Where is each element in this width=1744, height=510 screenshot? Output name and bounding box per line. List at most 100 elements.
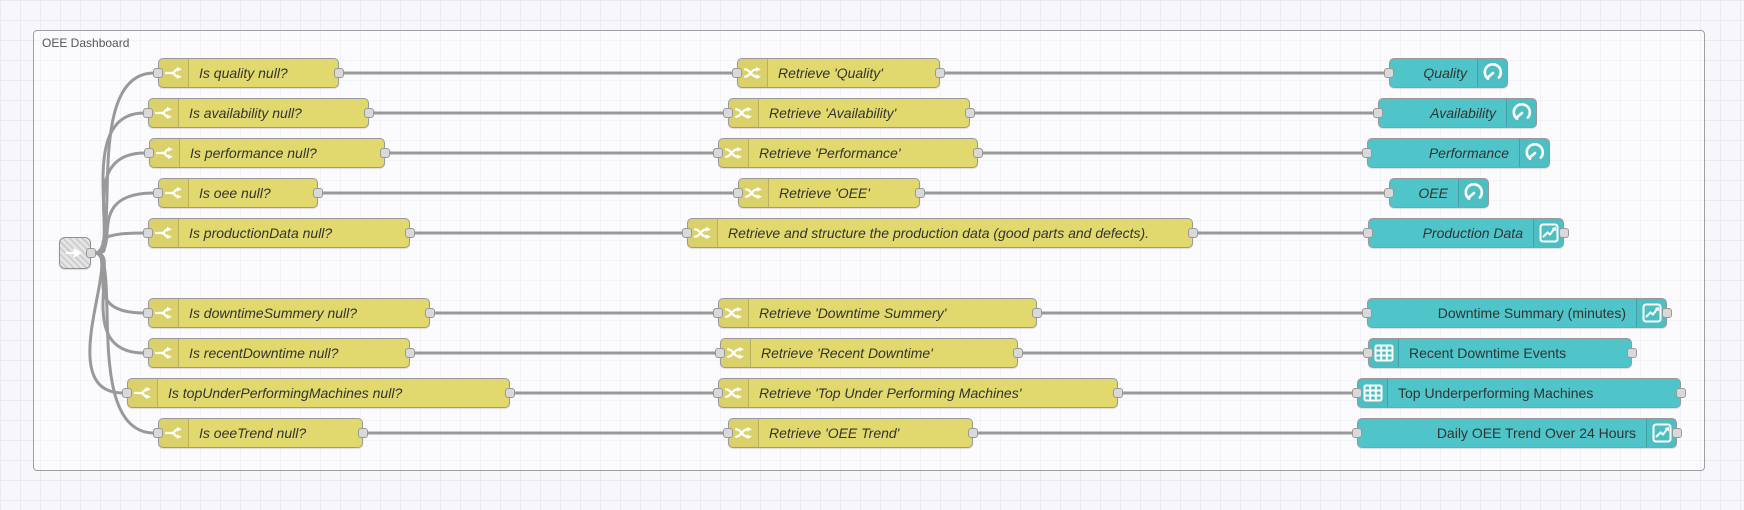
table-node-recent-downtime[interactable]: Recent Downtime Events xyxy=(1363,338,1637,368)
input-port[interactable] xyxy=(1352,388,1362,398)
input-port[interactable] xyxy=(682,228,692,238)
input-port[interactable] xyxy=(733,188,743,198)
switch-node-is-performance-null[interactable]: Is performance null? xyxy=(144,138,390,168)
output-port[interactable] xyxy=(380,148,390,158)
chart-icon xyxy=(1636,299,1666,327)
switch-node-is-quality-null[interactable]: Is quality null? xyxy=(153,58,344,88)
input-port[interactable] xyxy=(723,108,733,118)
wire[interactable] xyxy=(93,251,156,435)
input-port[interactable] xyxy=(1352,428,1362,438)
input-port[interactable] xyxy=(143,308,153,318)
change-node-retrieve-oee[interactable]: Retrieve 'OEE' xyxy=(733,178,925,208)
input-port[interactable] xyxy=(153,428,163,438)
fork-icon xyxy=(128,379,158,407)
input-port[interactable] xyxy=(144,148,154,158)
change-node-retrieve-quality[interactable]: Retrieve 'Quality' xyxy=(732,58,945,88)
node-label: Performance xyxy=(1428,145,1509,161)
fork-icon xyxy=(149,99,179,127)
change-node-retrieve-oee-trend[interactable]: Retrieve 'OEE Trend' xyxy=(723,418,978,448)
switch-node-is-downtimesummery-null[interactable]: Is downtimeSummery null? xyxy=(143,298,435,328)
input-port[interactable] xyxy=(122,388,132,398)
output-port[interactable] xyxy=(1627,348,1637,358)
wire[interactable] xyxy=(93,151,147,255)
change-node-retrieve-availability[interactable]: Retrieve 'Availability' xyxy=(723,98,975,128)
switch-node-is-topunderperforming-null[interactable]: Is topUnderPerformingMachines null? xyxy=(122,378,515,408)
chart-node-daily-oee-trend[interactable]: Daily OEE Trend Over 24 Hours xyxy=(1352,418,1682,448)
output-port[interactable] xyxy=(915,188,925,198)
output-port[interactable] xyxy=(935,68,945,78)
gauge-node-oee[interactable]: OEE xyxy=(1384,178,1489,208)
input-port[interactable] xyxy=(732,68,742,78)
shuffle-icon xyxy=(719,379,749,407)
input-port[interactable] xyxy=(713,388,723,398)
input-port[interactable] xyxy=(723,428,733,438)
input-port[interactable] xyxy=(713,148,723,158)
output-port[interactable] xyxy=(405,228,415,238)
output-port[interactable] xyxy=(505,388,515,398)
output-port[interactable] xyxy=(364,108,374,118)
node-label: Is productionData null? xyxy=(189,225,333,241)
chart-node-downtime-summary[interactable]: Downtime Summary (minutes) xyxy=(1362,298,1672,328)
switch-node-is-availability-null[interactable]: Is availability null? xyxy=(143,98,374,128)
output-port[interactable] xyxy=(405,348,415,358)
output-port[interactable] xyxy=(1113,388,1123,398)
output-port[interactable] xyxy=(968,428,978,438)
input-port[interactable] xyxy=(153,68,163,78)
gauge-node-quality[interactable]: Quality xyxy=(1384,58,1508,88)
fork-icon xyxy=(159,59,189,87)
output-port[interactable] xyxy=(86,248,96,258)
switch-node-is-recentdowntime-null[interactable]: Is recentDowntime null? xyxy=(143,338,415,368)
fork-icon xyxy=(159,179,189,207)
chart-icon xyxy=(1533,219,1563,247)
chart-node-production-data[interactable]: Production Data xyxy=(1363,218,1569,248)
output-port[interactable] xyxy=(1013,348,1023,358)
change-node-retrieve-performance[interactable]: Retrieve 'Performance' xyxy=(713,138,983,168)
input-port[interactable] xyxy=(1373,108,1383,118)
input-port[interactable] xyxy=(1363,348,1373,358)
output-port[interactable] xyxy=(1188,228,1198,238)
node-label: Is availability null? xyxy=(189,105,302,121)
shuffle-icon xyxy=(719,299,749,327)
gauge-node-availability[interactable]: Availability xyxy=(1373,98,1537,128)
input-port[interactable] xyxy=(143,348,153,358)
input-port[interactable] xyxy=(715,348,725,358)
node-label: Production Data xyxy=(1422,225,1523,241)
output-port[interactable] xyxy=(1032,308,1042,318)
change-node-retrieve-top-underperforming[interactable]: Retrieve 'Top Under Performing Machines' xyxy=(713,378,1123,408)
output-port[interactable] xyxy=(1672,428,1682,438)
input-port[interactable] xyxy=(1384,188,1394,198)
node-label: Quality xyxy=(1423,65,1467,81)
change-node-retrieve-recent-downtime[interactable]: Retrieve 'Recent Downtime' xyxy=(715,338,1023,368)
input-port[interactable] xyxy=(1362,308,1372,318)
input-port[interactable] xyxy=(713,308,723,318)
switch-node-is-oee-null[interactable]: Is oee null? xyxy=(153,178,323,208)
output-port[interactable] xyxy=(1559,228,1569,238)
change-node-retrieve-production-data[interactable]: Retrieve and structure the production da… xyxy=(682,218,1198,248)
output-port[interactable] xyxy=(334,68,344,78)
switch-node-is-productiondata-null[interactable]: Is productionData null? xyxy=(143,218,415,248)
link-in-node[interactable] xyxy=(59,237,96,269)
wire[interactable] xyxy=(93,231,146,255)
switch-node-is-oeetrend-null[interactable]: Is oeeTrend null? xyxy=(153,418,368,448)
output-port[interactable] xyxy=(425,308,435,318)
output-port[interactable] xyxy=(1676,388,1686,398)
input-port[interactable] xyxy=(1363,228,1373,238)
input-port[interactable] xyxy=(1362,148,1372,158)
input-port[interactable] xyxy=(143,108,153,118)
input-port[interactable] xyxy=(143,228,153,238)
node-label: OEE xyxy=(1418,185,1448,201)
fork-icon xyxy=(159,419,189,447)
table-node-top-underperforming[interactable]: Top Underperforming Machines xyxy=(1352,378,1686,408)
wire[interactable] xyxy=(93,191,156,255)
input-port[interactable] xyxy=(153,188,163,198)
change-node-retrieve-downtime-summery[interactable]: Retrieve 'Downtime Summery' xyxy=(713,298,1042,328)
output-port[interactable] xyxy=(973,148,983,158)
output-port[interactable] xyxy=(965,108,975,118)
output-port[interactable] xyxy=(1662,308,1672,318)
output-port[interactable] xyxy=(358,428,368,438)
node-label: Is oee null? xyxy=(199,185,271,201)
output-port[interactable] xyxy=(313,188,323,198)
gauge-node-performance[interactable]: Performance xyxy=(1362,138,1550,168)
input-port[interactable] xyxy=(1384,68,1394,78)
